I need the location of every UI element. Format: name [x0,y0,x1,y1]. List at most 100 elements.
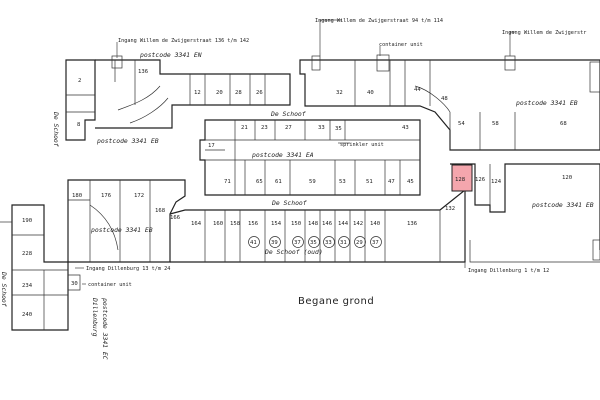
entrance-zwijger-94: Ingang Willem de Zwijgerstraat 94 t/m 11… [315,18,443,24]
unit-32: 32 [336,90,343,96]
unit-132: 132 [445,206,455,212]
street-schoof-mid: De Schoof [271,199,307,207]
unit-40: 40 [367,90,374,96]
unit-8: 8 [77,122,81,128]
postcode-eb-lower-left: postcode 3341 EB [91,226,153,234]
unit-30: 30 [71,281,78,287]
circled-numbers: 41 39 37 35 33 31 29 37 [248,236,382,248]
unit-28: 28 [235,90,242,96]
unit-180: 180 [72,193,82,199]
container-unit-bottom: container unit [88,282,132,288]
circle-33: 33 [325,240,332,246]
street-schoof-bottom-left: De Schoof [0,271,8,307]
unit-17: 17 [208,143,215,149]
postcode-dillenburg: Dillenburg [91,297,99,337]
street-labels: De Schoof De Schoof De Schoof (oud) De S… [0,110,323,307]
circle-35: 35 [310,240,317,246]
unit-12: 12 [194,90,201,96]
unit-47: 47 [388,179,395,185]
unit-33: 33 [318,125,325,131]
entrance-zwijger-136: Ingang Willem de Zwijgerstraat 136 t/m 1… [118,38,249,44]
unit-158: 158 [230,221,241,227]
postcode-eb-right: postcode 3341 EB [516,99,578,107]
street-schoof-oud: De Schoof (oud) [264,248,323,256]
unit-128: 128 [455,177,466,183]
unit-26: 26 [256,90,263,96]
circle-41: 41 [250,240,257,246]
entrance-dillenburg-1: Ingang Dillenburg 1 t/m 12 [468,268,549,274]
unit-65: 65 [256,179,263,185]
entrance-dillenburg-13: Ingang Dillenburg 13 t/m 24 [86,266,170,272]
leader-lines [75,19,515,285]
unit-2: 2 [78,78,81,84]
unit-48: 48 [441,96,448,102]
unit-59: 59 [309,179,316,185]
unit-44: 44 [414,87,421,93]
postcode-eb-left: postcode 3341 EB [97,137,159,145]
container-unit-top: container unit [379,42,423,48]
postcode-eb-mid-right: postcode 3341 EB [532,201,594,209]
block-lower-left [67,179,186,263]
floor-title: Begane grond [298,296,374,307]
unit-58: 58 [492,121,499,127]
unit-140: 140 [370,221,380,227]
unit-68: 68 [560,121,567,127]
block-lower-right [450,163,600,263]
unit-27: 27 [285,125,292,131]
unit-136-bottom: 136 [407,221,417,227]
postcode-labels: postcode 3341 EN postcode 3341 EB postco… [91,51,594,360]
postcode-en: postcode 3341 EN [140,51,202,59]
block-central-island [199,119,421,196]
unit-190: 190 [22,218,32,224]
unit-146: 146 [322,221,332,227]
circle-39: 39 [271,240,278,246]
circle-29: 29 [356,240,363,246]
postcode-ea: postcode 3341 EA [252,151,314,159]
unit-144: 144 [338,221,349,227]
entrance-labels: Ingang Willem de Zwijgerstraat 136 t/m 1… [86,18,586,288]
unit-120: 120 [562,175,572,181]
street-schoof-left: De Schoof [52,111,60,147]
unit-labels: 2 136 12 20 28 26 32 40 44 48 54 58 68 8… [22,69,572,318]
block-top-left [65,55,291,141]
street-schoof-top: De Schoof [270,110,306,118]
unit-35: 35 [335,126,342,132]
unit-164: 164 [191,221,202,227]
block-top-right [299,54,600,151]
unit-54: 54 [458,121,465,127]
unit-148: 148 [308,221,319,227]
unit-142: 142 [353,221,363,227]
unit-124: 124 [491,179,502,185]
block-far-left [0,204,81,331]
unit-240: 240 [22,312,32,318]
unit-154: 154 [271,221,282,227]
circle-37b: 37 [372,240,379,246]
unit-43: 43 [402,125,409,131]
unit-228: 228 [22,251,33,257]
unit-156: 156 [248,221,258,227]
circle-31: 31 [340,240,347,246]
unit-21: 21 [241,125,248,131]
unit-20: 20 [216,90,223,96]
unit-126: 126 [475,177,485,183]
circle-37a: 37 [294,240,301,246]
unit-53: 53 [339,179,346,185]
unit-168: 168 [155,208,166,214]
unit-51: 51 [366,179,373,185]
entrance-zwijger-right: Ingang Willem de Zwijgerstr [502,30,586,36]
unit-234: 234 [22,283,33,289]
unit-23: 23 [261,125,268,131]
unit-136-top: 136 [138,69,148,75]
unit-45: 45 [407,179,414,185]
sprinkler-unit: sprinkler unit [340,142,384,148]
unit-172: 172 [134,193,144,199]
highlight-unit-128[interactable] [451,164,473,192]
unit-166: 166 [170,215,180,221]
unit-61: 61 [275,179,282,185]
unit-160: 160 [213,221,223,227]
unit-176: 176 [101,193,111,199]
unit-71: 71 [224,179,231,185]
unit-150: 150 [291,221,301,227]
postcode-ec: postcode 3341 EC [101,298,109,360]
